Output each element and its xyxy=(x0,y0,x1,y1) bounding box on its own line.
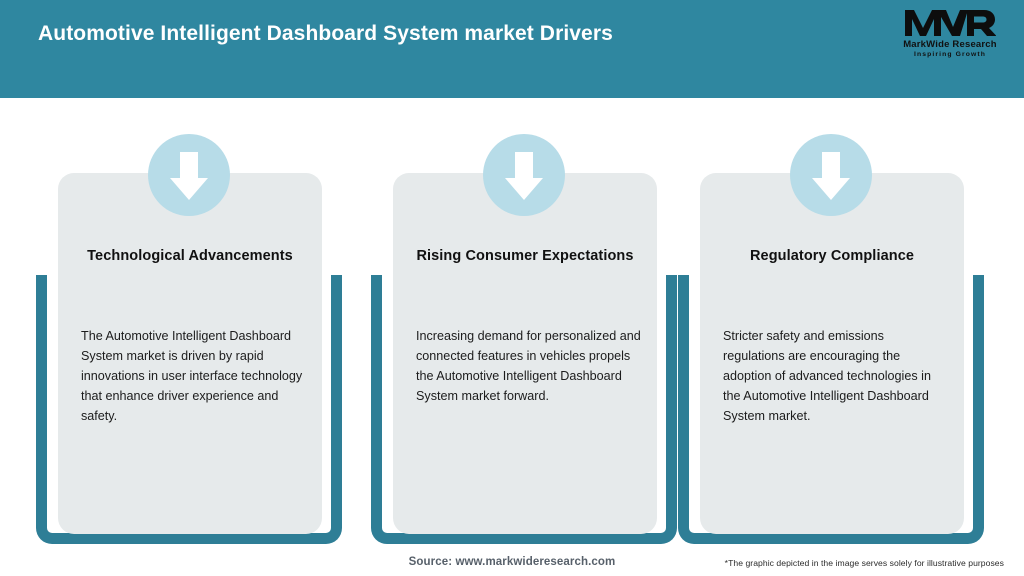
company-logo: MarkWide Research Inspiring Growth xyxy=(898,8,1002,62)
card-frame xyxy=(678,275,984,544)
mwr-logo-icon xyxy=(905,10,996,36)
down-arrow-icon xyxy=(483,134,565,216)
page-title: Automotive Intelligent Dashboard System … xyxy=(38,22,613,45)
card-panel xyxy=(700,173,964,534)
card-heading: Rising Consumer Expectations xyxy=(416,248,634,264)
logo-tagline: Inspiring Growth xyxy=(914,51,986,58)
page-header: Automotive Intelligent Dashboard System … xyxy=(0,0,1024,98)
down-arrow-icon xyxy=(148,134,230,216)
logo-company-name: MarkWide Research xyxy=(903,39,997,50)
card-body-text: Increasing demand for personalized and c… xyxy=(416,329,641,403)
driver-card-3[interactable]: Regulatory Compliance Stricter safety an… xyxy=(678,98,984,544)
drivers-card-grid: Technological Advancements The Automotiv… xyxy=(0,98,1024,544)
down-arrow-icon xyxy=(790,134,872,216)
source-note: Source: www.markwideresearch.com xyxy=(408,556,616,568)
card-heading: Technological Advancements xyxy=(87,248,293,264)
card-frame xyxy=(36,275,342,544)
driver-card-2[interactable]: Rising Consumer Expectations Increasing … xyxy=(371,98,677,544)
card-heading: Regulatory Compliance xyxy=(749,248,915,264)
card-body-text: The Automotive Intelligent Dashboard Sys… xyxy=(81,329,303,423)
card-frame xyxy=(371,275,677,544)
card-panel xyxy=(58,173,322,534)
disclaimer-note: *The graphic depicted in the image serve… xyxy=(724,558,1004,568)
card-body-text: Stricter safety and emissions regulation… xyxy=(723,329,931,423)
driver-card-1[interactable]: Technological Advancements The Automotiv… xyxy=(36,98,342,544)
card-panel xyxy=(393,173,657,534)
